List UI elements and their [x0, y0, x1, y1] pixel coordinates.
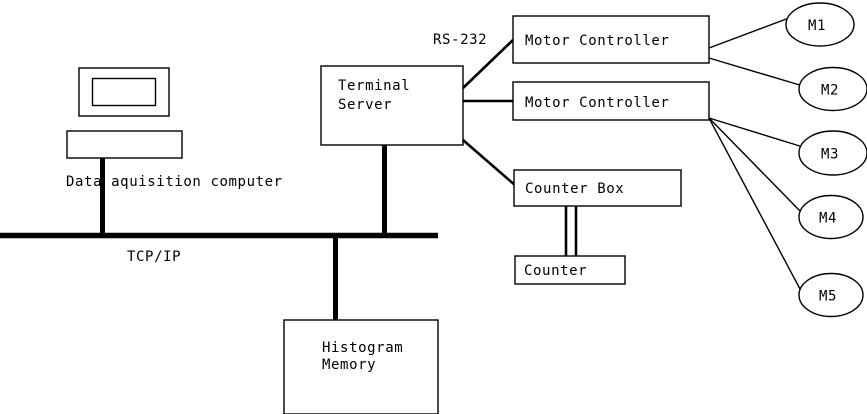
computer-screen-icon	[91, 77, 157, 107]
counter-box-group[interactable]: Counter Box	[513, 169, 682, 207]
motor-m3-ellipse[interactable]	[798, 130, 867, 176]
terminal-server-group[interactable]: Terminal Server	[320, 65, 464, 146]
motor-m2-label: M2	[821, 83, 839, 99]
motor-m1-group[interactable]: M1	[785, 2, 855, 47]
histogram-memory-box[interactable]	[283, 319, 439, 414]
motor-m3-label: M3	[821, 147, 839, 163]
link-motor-controller-2-to-m5	[708, 117, 801, 290]
counter-box-label: Counter Box	[525, 181, 624, 197]
motor-m4-ellipse[interactable]	[798, 194, 864, 240]
motor-m5-ellipse[interactable]	[798, 272, 864, 318]
motor-controller-1-box[interactable]	[512, 15, 710, 64]
counter-label: Counter	[524, 263, 587, 279]
link-terminal-server-to-motor-controller-1	[462, 39, 514, 89]
computer-label: Data aquisition computer	[66, 174, 283, 190]
histogram-memory-group[interactable]: Histogram Memory	[283, 319, 439, 414]
link-motor-controller-1-to-m2	[708, 57, 804, 87]
motor-m5-label: M5	[819, 289, 837, 305]
histogram-memory-label-line2: Memory	[322, 357, 376, 373]
tcpip-bus-label: TCP/IP	[127, 249, 181, 265]
motor-m2-group[interactable]: M2	[798, 66, 867, 112]
counter-ribbon-group	[564, 206, 578, 257]
data-acquisition-computer-group[interactable]: Data aquisition computer	[66, 67, 283, 190]
counter-box-box[interactable]	[513, 169, 682, 207]
terminal-server-label-line2: Server	[338, 97, 392, 113]
motor-controller-2-group[interactable]: Motor Controller	[512, 81, 710, 121]
motor-m2-ellipse[interactable]	[798, 66, 867, 112]
terminal-server-box[interactable]	[320, 65, 464, 146]
motor-controller-2-label: Motor Controller	[525, 95, 669, 111]
link-motor-controller-2-to-m4	[708, 117, 801, 212]
motor-links-group	[708, 17, 804, 290]
counter-box-node[interactable]	[514, 255, 626, 285]
terminal-server-label-line1: Terminal	[338, 78, 410, 94]
link-terminal-server-to-counter-box	[462, 139, 517, 187]
motor-m1-label: M1	[808, 18, 826, 34]
motor-controller-1-group[interactable]: Motor Controller	[512, 15, 710, 64]
motor-m4-group[interactable]: M4	[798, 194, 864, 240]
link-motor-controller-2-to-m3	[708, 117, 804, 148]
tcpip-bus-group: TCP/IP	[0, 145, 438, 321]
rs232-label: RS-232	[433, 32, 487, 48]
motor-m1-ellipse[interactable]	[785, 2, 855, 47]
histogram-memory-label-line1: Histogram	[322, 340, 403, 356]
counter-group[interactable]: Counter	[514, 255, 626, 285]
link-motor-controller-1-to-m1	[708, 17, 790, 49]
computer-base-icon	[66, 130, 183, 159]
motor-m3-group[interactable]: M3	[798, 130, 867, 176]
rs232-links-group: RS-232	[433, 32, 517, 187]
motor-m4-label: M4	[819, 211, 837, 227]
motor-m5-group[interactable]: M5	[798, 272, 864, 318]
motor-controller-2-box[interactable]	[512, 81, 710, 121]
motor-controller-1-label: Motor Controller	[525, 33, 669, 49]
